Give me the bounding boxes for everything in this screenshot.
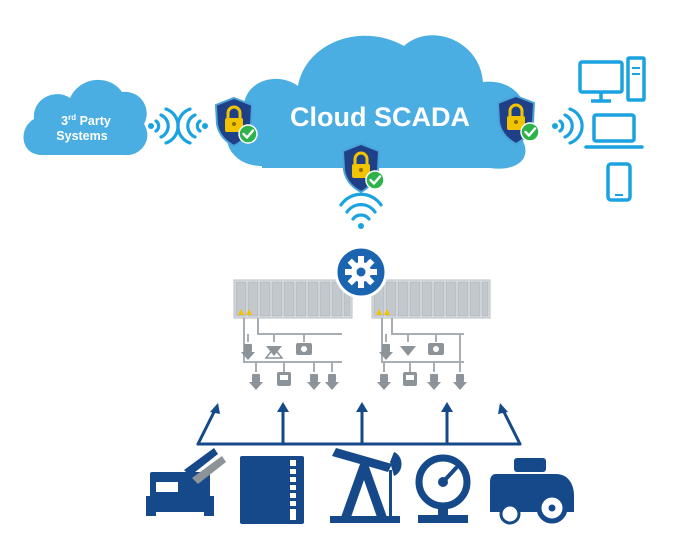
wifi-signal-icon: [339, 192, 383, 229]
shield-lock-check-icon: [341, 142, 386, 194]
oil-pumpjack-icon: [330, 448, 402, 523]
smartphone-icon: [606, 162, 632, 202]
third-party-label-line2: Systems: [56, 129, 107, 143]
laptop-icon: [584, 113, 644, 149]
desktop-computer-icon: [578, 56, 646, 103]
gear-icon: [334, 245, 388, 299]
field-wiring: [243, 318, 464, 372]
third-party-label: 3rd Party: [61, 113, 111, 128]
storage-tank-icon: [240, 456, 304, 524]
shield-lock-check-icon: [214, 96, 259, 148]
pressure-gauge-icon: [415, 454, 471, 523]
wifi-signal-icon: [146, 107, 210, 145]
data-bus-arrows: [196, 406, 522, 446]
cloud-shape: [226, 35, 527, 169]
third-party-cloud-shape: [23, 79, 148, 156]
field-devices: [241, 343, 467, 390]
cloud-scada: Cloud SCADA: [226, 35, 527, 169]
compressor-icon: [490, 458, 574, 525]
wifi-signal-icon: [550, 107, 584, 145]
controller-rack-right: [371, 279, 491, 319]
third-party-systems-cloud: 3rd Party Systems: [23, 79, 148, 156]
controller-rack-left: [233, 279, 353, 319]
generator-icon: [146, 448, 226, 516]
cloud-title: Cloud SCADA: [290, 102, 470, 132]
arrow-heads: [210, 402, 508, 414]
